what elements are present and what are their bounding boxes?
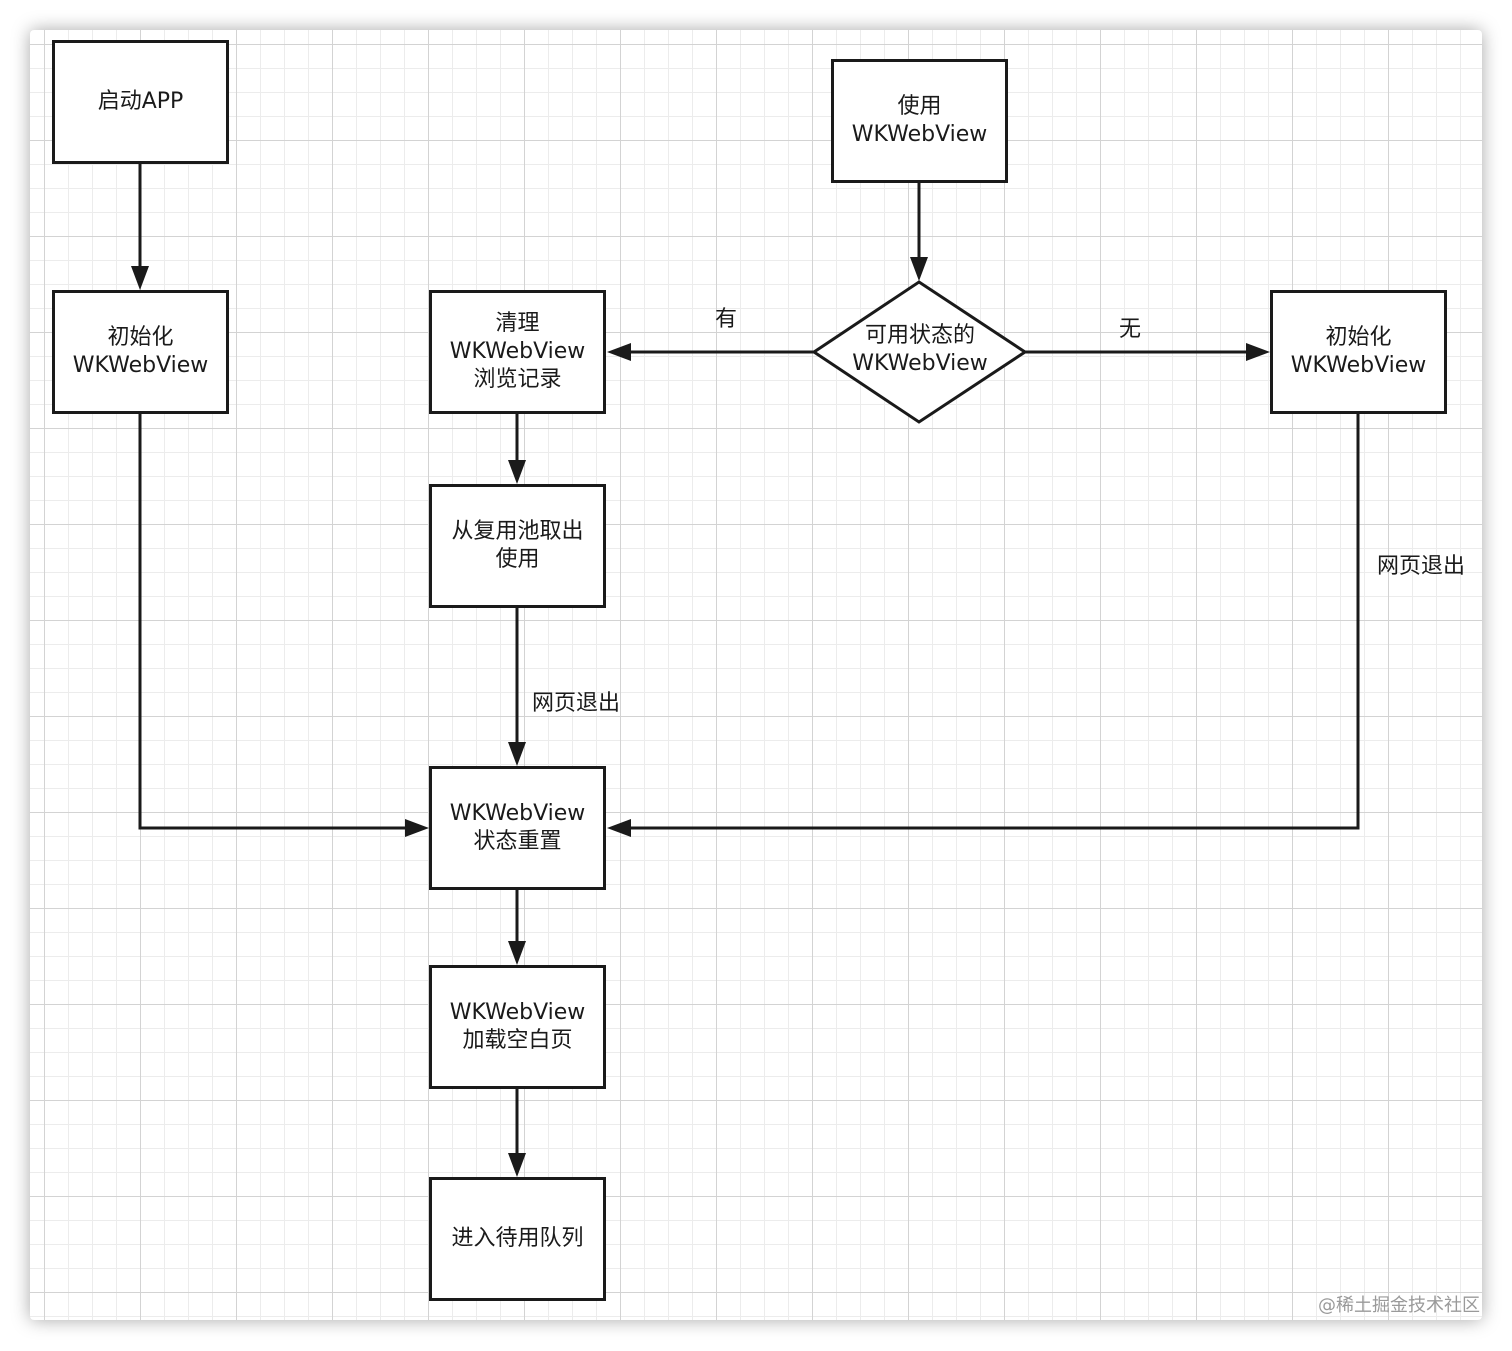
node-label: 清理 WKWebView 浏览记录 bbox=[449, 311, 586, 392]
grid-canvas bbox=[30, 30, 1482, 1320]
node-start-app: 启动APP bbox=[52, 40, 229, 164]
node-label: 初始化 WKWebView bbox=[1290, 325, 1427, 378]
edge-init-left-to-reset bbox=[138, 413, 407, 830]
arrowhead bbox=[607, 343, 631, 361]
arrowhead bbox=[1246, 343, 1270, 361]
node-label: 初始化 WKWebView bbox=[72, 325, 209, 378]
edge-label-exit-middle: 网页退出 bbox=[532, 691, 621, 716]
node-use: 使用 WKWebView bbox=[831, 59, 1008, 183]
arrowhead bbox=[508, 941, 526, 965]
node-label: 从复用池取出 使用 bbox=[451, 519, 584, 572]
node-enqueue: 进入待用队列 bbox=[429, 1177, 606, 1301]
arrowhead bbox=[607, 819, 631, 837]
arrowhead bbox=[508, 1153, 526, 1177]
node-label: 启动APP bbox=[97, 89, 184, 114]
node-label: 进入待用队列 bbox=[451, 1226, 584, 1251]
decision-diamond bbox=[811, 280, 1028, 424]
node-state-reset: WKWebView 状态重置 bbox=[429, 766, 606, 890]
node-clean-history: 清理 WKWebView 浏览记录 bbox=[429, 290, 606, 414]
node-label: WKWebView 状态重置 bbox=[449, 801, 586, 854]
edge-label-yes: 有 bbox=[715, 307, 738, 332]
node-label: WKWebView 加载空白页 bbox=[449, 1000, 586, 1053]
node-label: 使用 WKWebView bbox=[851, 94, 988, 147]
arrowhead bbox=[910, 257, 928, 281]
arrowhead bbox=[405, 819, 429, 837]
edge-label-exit-right: 网页退出 bbox=[1377, 554, 1466, 579]
decision-label: 可用状态的 WKWebView bbox=[852, 323, 988, 376]
arrowhead bbox=[131, 266, 149, 290]
node-take-from-pool: 从复用池取出 使用 bbox=[429, 484, 606, 608]
edge-label-no: 无 bbox=[1119, 317, 1142, 342]
node-init-right: 初始化 WKWebView bbox=[1270, 290, 1447, 414]
node-init-left: 初始化 WKWebView bbox=[52, 290, 229, 414]
watermark: @稀土掘金技术社区 bbox=[1318, 1295, 1480, 1316]
node-load-blank: WKWebView 加载空白页 bbox=[429, 965, 606, 1089]
edge-init-right-to-reset bbox=[629, 413, 1360, 830]
arrowhead bbox=[508, 742, 526, 766]
arrowhead bbox=[508, 460, 526, 484]
